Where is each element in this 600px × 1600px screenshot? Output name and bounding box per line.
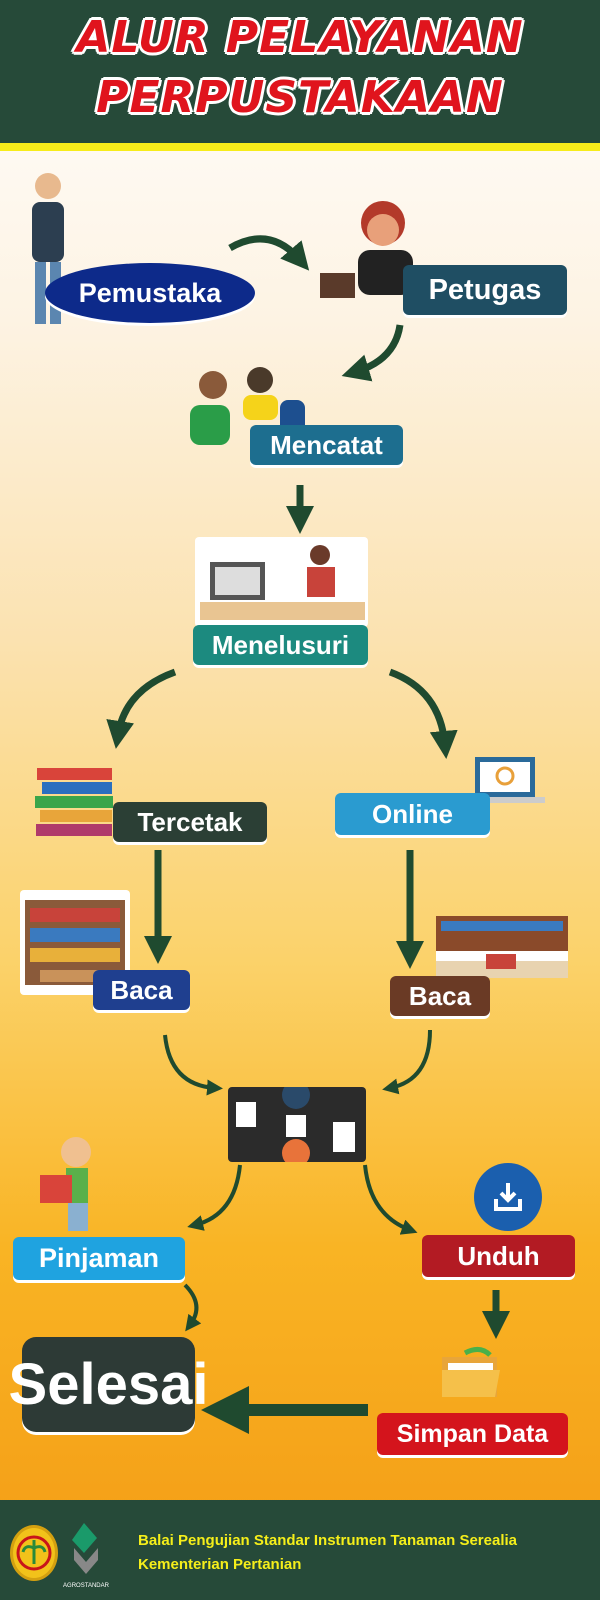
librarian-illustration — [318, 195, 418, 305]
online-illustration — [455, 742, 555, 807]
meeting-desk-illustration — [228, 1081, 366, 1167]
step-online: Online — [335, 793, 490, 835]
step-selesai: Selesai — [9, 1337, 208, 1432]
agrostandar-logo-text: AGROSTANDAR — [63, 1583, 109, 1589]
arrow-baca-desk-right — [382, 1029, 432, 1095]
title-line-2: PERPUSTAKAAN — [96, 72, 504, 123]
arrow-pinjaman-selesai — [183, 1283, 202, 1332]
step-baca-tercetak: Baca — [93, 970, 190, 1010]
step-baca-online: Baca — [390, 976, 490, 1016]
arrow-menelusuri-tercetak — [106, 668, 177, 749]
download-icon[interactable] — [474, 1163, 542, 1231]
flow-arrows — [106, 235, 510, 1434]
folder-icon — [440, 1345, 505, 1400]
arrow-desk-pinjaman — [187, 1164, 242, 1231]
step-unduh: Unduh — [422, 1235, 575, 1277]
header-stripe — [0, 143, 600, 151]
step-petugas: Petugas — [403, 265, 567, 315]
boy-with-books-illustration — [38, 1130, 98, 1235]
arrow-pemustaka-petugas — [228, 235, 310, 271]
agrostandar-logo: AGROSTANDAR — [62, 1518, 110, 1593]
step-pemustaka: Pemustaka — [45, 263, 255, 323]
books-illustration — [32, 758, 117, 838]
step-pinjaman: Pinjaman — [13, 1237, 185, 1280]
header-banner: ALUR PELAYANAN PERPUSTAKAAN — [0, 0, 600, 143]
title-line-1: ALUR PELAYANAN — [76, 12, 524, 63]
arrow-baca-desk-left — [163, 1034, 223, 1096]
step-tercetak: Tercetak — [113, 802, 267, 842]
computer-reading-illustration — [436, 916, 568, 978]
search-desk-illustration — [195, 537, 368, 627]
footer: AGROSTANDAR Balai Pengujian Standar Inst… — [0, 1500, 600, 1600]
step-menelusuri: Menelusuri — [193, 625, 368, 665]
footer-ministry: Kementerian Pertanian — [138, 1556, 302, 1573]
step-simpan-data: Simpan Data — [377, 1413, 568, 1455]
step-mencatat: Mencatat — [250, 425, 403, 465]
registration-illustration — [185, 360, 305, 450]
arrow-petugas-mencatat — [341, 324, 404, 382]
footer-institution: Balai Pengujian Standar Instrumen Tanama… — [138, 1532, 518, 1549]
arrow-desk-unduh — [363, 1164, 418, 1235]
kementan-logo — [10, 1525, 58, 1581]
arrow-menelusuri-online — [388, 668, 458, 759]
